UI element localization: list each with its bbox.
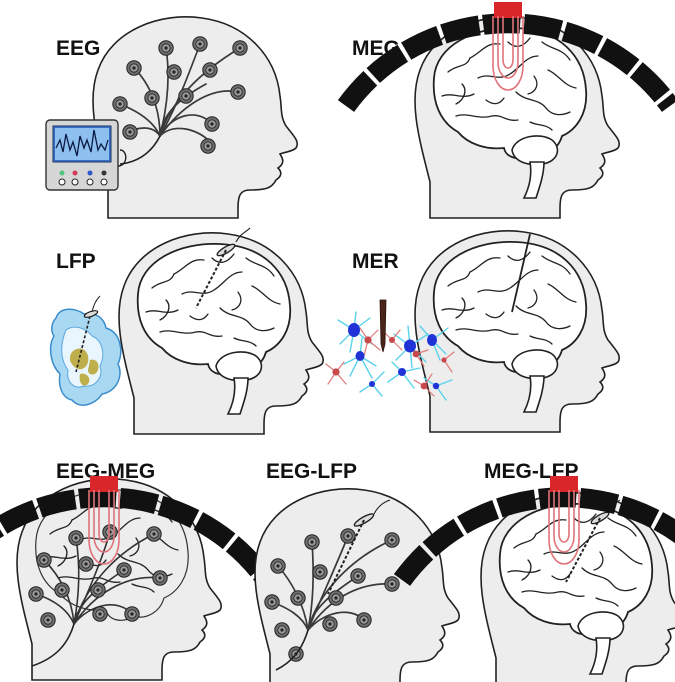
lfp-brain-slice bbox=[49, 295, 122, 406]
label-lfp: LFP bbox=[56, 250, 96, 273]
eeg-lfp-head bbox=[254, 488, 461, 682]
mer-microelectrode bbox=[379, 299, 387, 353]
mer-neurons bbox=[325, 299, 455, 401]
mer-head bbox=[414, 230, 621, 433]
label-eeg: EEG bbox=[56, 37, 100, 60]
panel-eeg-lfp: EEG-LFP bbox=[254, 460, 461, 682]
panel-eeg: EEG bbox=[45, 16, 299, 219]
eeg-head bbox=[92, 16, 299, 219]
eeg-monitor bbox=[45, 119, 127, 191]
panel-meg: MEG bbox=[346, 2, 670, 219]
eeg-meg-head bbox=[16, 478, 223, 681]
panel-mer: MER bbox=[325, 230, 621, 433]
panel-eeg-meg: EEG-MEG bbox=[0, 460, 266, 681]
label-eeg-lfp: EEG-LFP bbox=[266, 460, 357, 483]
lfp-head bbox=[118, 227, 325, 435]
panel-meg-lfp: MEG-LFP bbox=[402, 460, 675, 682]
label-eeg-meg: EEG-MEG bbox=[56, 460, 155, 483]
panel-lfp: LFP bbox=[49, 227, 325, 435]
label-mer: MER bbox=[352, 250, 399, 273]
